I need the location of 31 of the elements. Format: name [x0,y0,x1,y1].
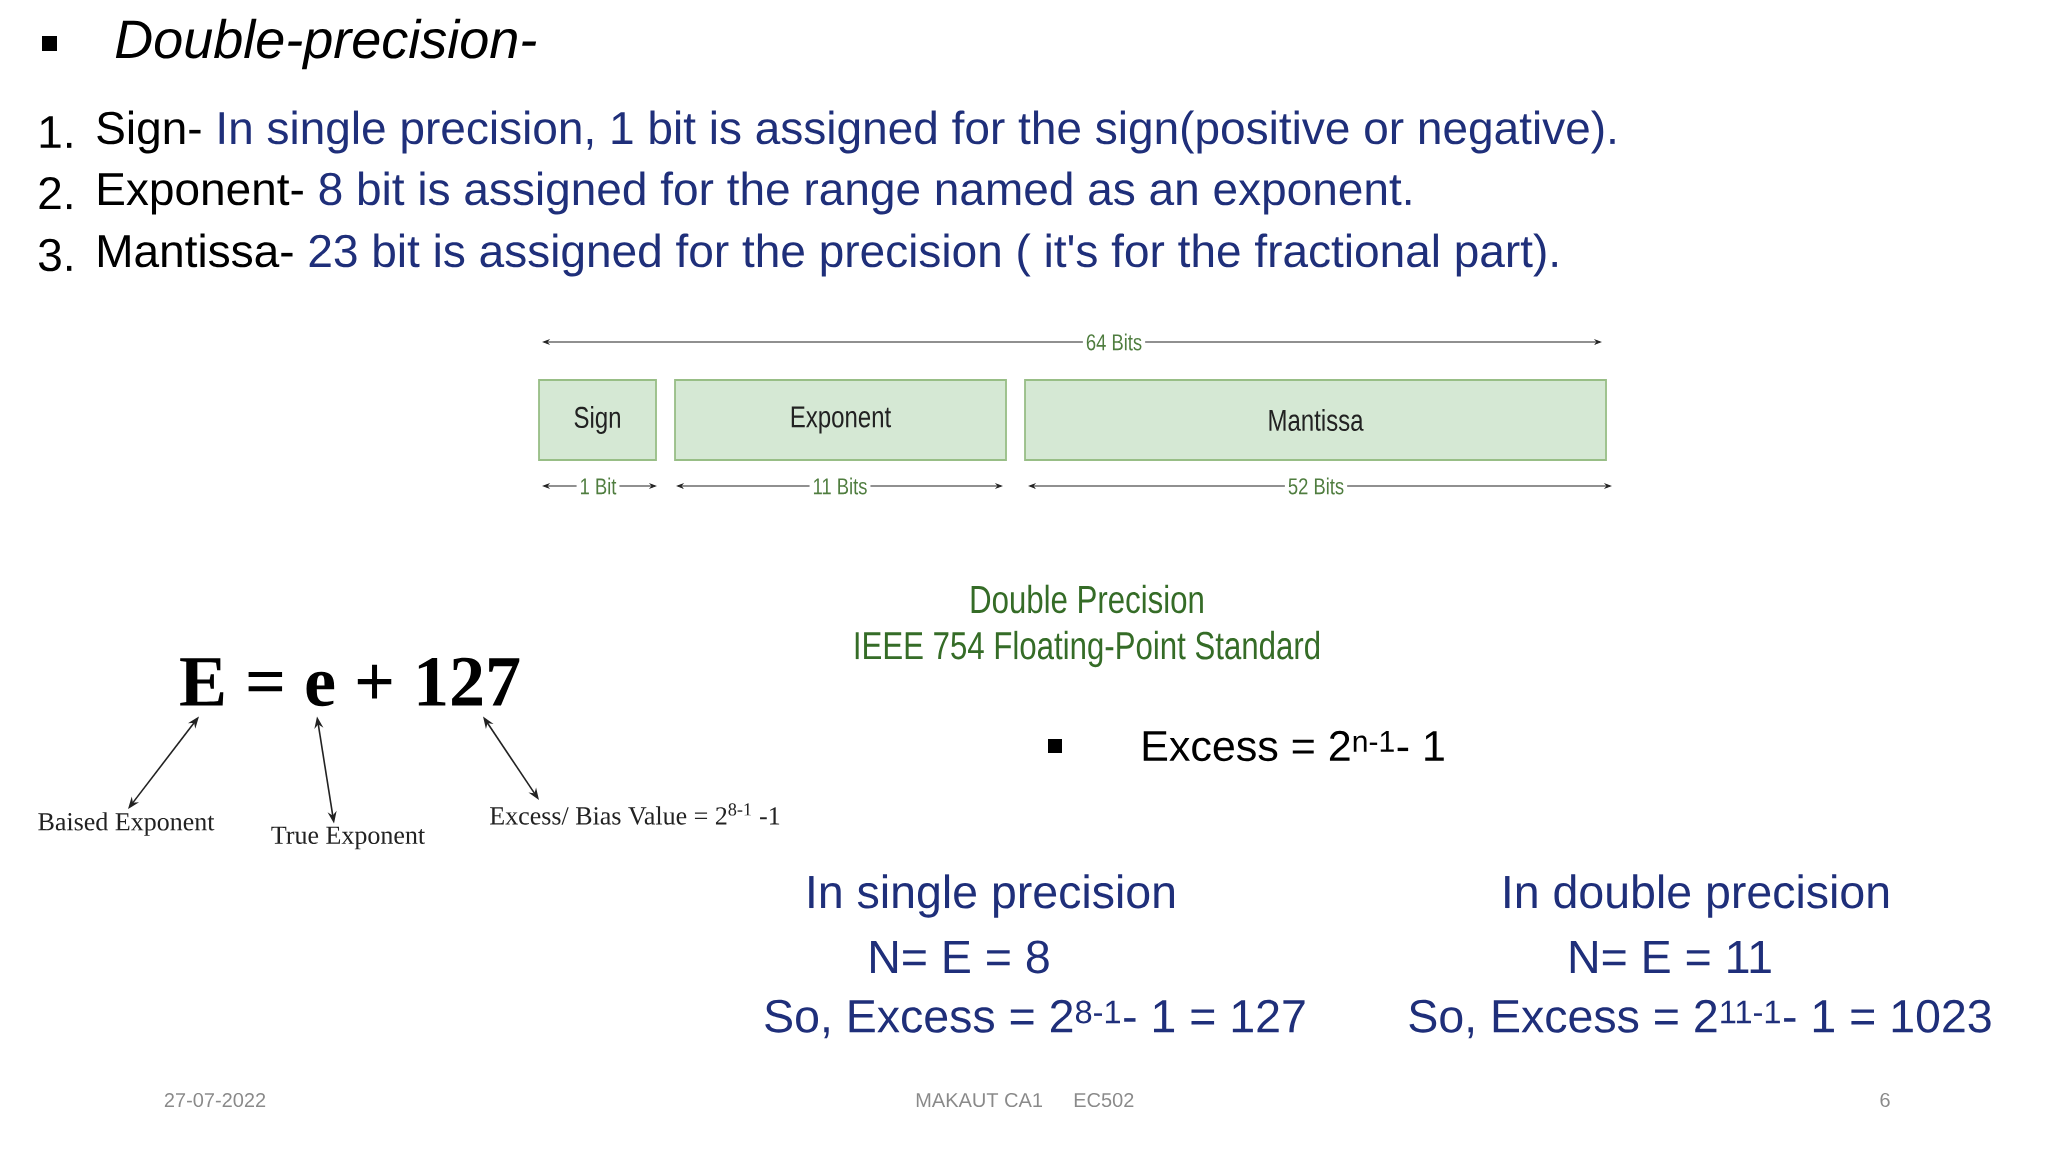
page-number: 6 [1880,1092,1890,1108]
column-heading: In double precision [1505,874,1889,918]
bit-field-box: Mantissa [1024,379,1607,461]
list-item: Mantissa- 23 bit is assigned for the precision ( it's for the fractional part). [99,233,1557,277]
equation: So, Excess = 2$^{11-1}$- 1 = 1023 [1409,999,1991,1039]
heading: Double-precision- [115,18,537,70]
bit-field-box: Sign [538,379,657,461]
bit-field-box: Exponent [674,379,1007,461]
list-item: Sign- In single precision, 1 bit is assigned for the sign(positive or negative). [97,110,1615,154]
date: 27-07-2022 [164,1092,266,1108]
equation: N= E = 8 [871,940,1049,974]
list-item: Exponent- 8 bit is assigned for the range named as an exponent. [99,171,1411,215]
dimension-label: 11 Bits [809,474,871,498]
list-number: 2. [39,176,72,210]
column-heading: In single precision [809,874,1174,918]
annotation-label: Baised Exponent [38,812,215,836]
figure-caption: Double Precision [971,584,1203,614]
footer-text: EC502 [1074,1092,1134,1108]
equation: N= E = 11 [1570,941,1771,973]
equation: So, Excess = 2$^{8-1}$- 1 = 127 [765,999,1305,1039]
annotation-label: True Exponent [271,826,425,850]
list-number: 1. [40,116,72,148]
formula-text: Excess = 2$^{n-1}$- 1 [1143,730,1444,762]
formula: E = e + 127 [180,657,520,707]
annotation-label: Excess/ Bias Value = 2$^{8-1}$ -1 [490,803,780,825]
footer-text: MAKAUT CA1 [916,1092,1042,1108]
dimension-label: 64 Bits [1082,330,1146,354]
figure-caption: IEEE 754 Floating-Point Standard [855,630,1320,668]
dimension-label: 1 Bit [576,474,620,498]
dimension-label: 52 Bits [1284,474,1348,498]
list-number: 3. [38,238,72,272]
